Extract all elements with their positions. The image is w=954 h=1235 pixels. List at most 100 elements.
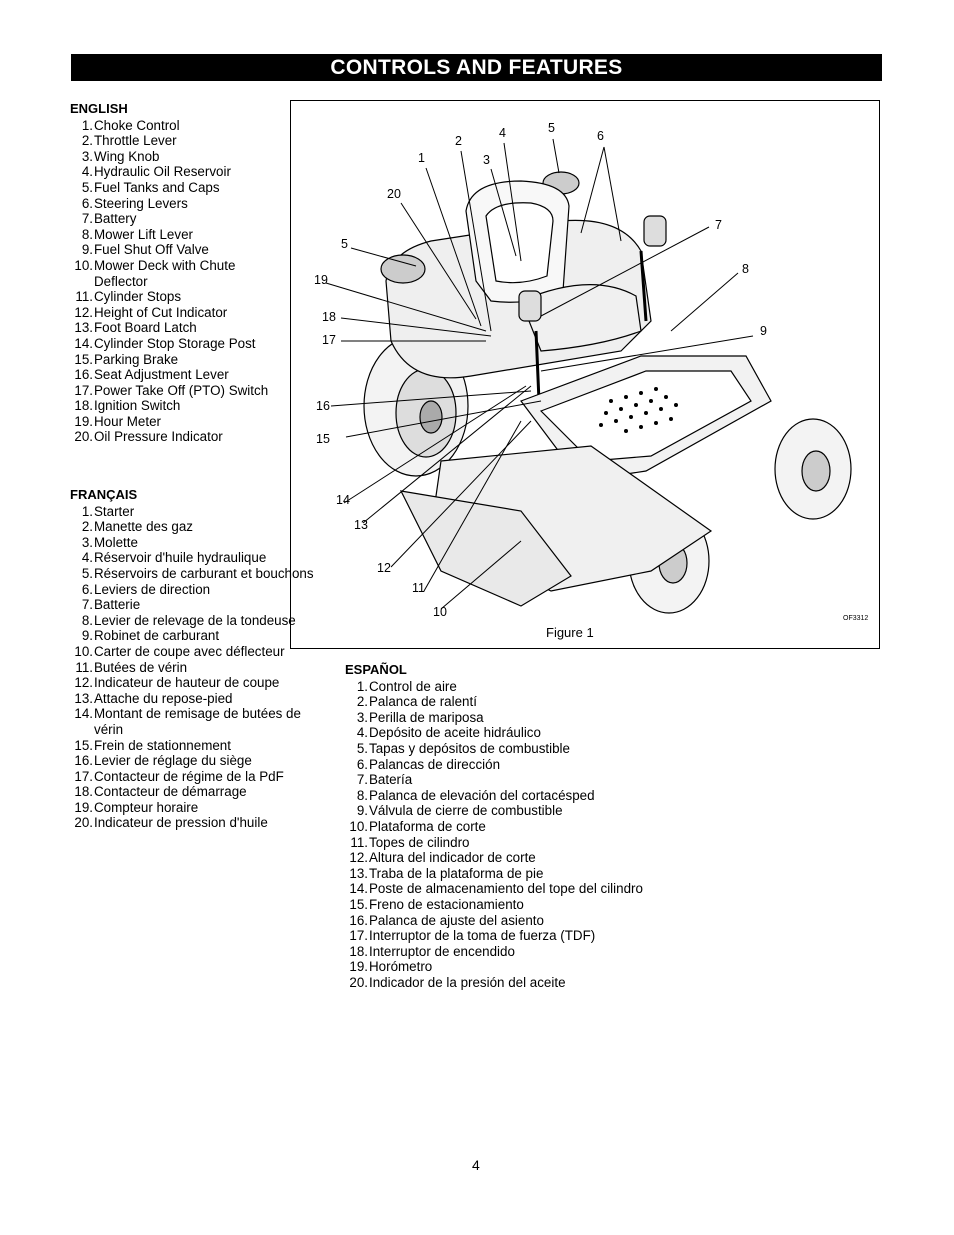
- item-number: 19.: [74, 413, 93, 429]
- item-text: Traba de la plataforma de pie: [369, 865, 544, 881]
- item-text: Levier de relevage de la tondeuse: [94, 612, 296, 628]
- item-text: Power Take Off (PTO) Switch: [94, 382, 269, 398]
- list-item: 3.Perilla de mariposa: [345, 710, 645, 726]
- item-number: 8.: [81, 612, 93, 628]
- item-text: Mower Deck with Chute Deflector: [94, 257, 236, 289]
- callout-4: 4: [499, 126, 506, 140]
- list-item: 5.Réservoirs de carburant et bouchons: [70, 566, 320, 582]
- item-number: 5.: [356, 740, 368, 756]
- item-text: Levier de réglage du siège: [94, 753, 252, 769]
- callout-16: 16: [316, 399, 330, 413]
- callout-15: 15: [316, 432, 330, 446]
- list-item: 10.Mower Deck with Chute Deflector: [70, 258, 285, 289]
- item-text: Interruptor de encendido: [369, 943, 515, 959]
- list-item: 4.Depósito de aceite hidráulico: [345, 725, 645, 741]
- item-text: Steering Levers: [94, 195, 188, 211]
- english-heading: ENGLISH: [70, 101, 128, 116]
- item-number: 19.: [349, 959, 368, 975]
- item-number: 14.: [74, 335, 93, 351]
- callout-8: 8: [742, 262, 749, 276]
- item-text: Frein de stationnement: [94, 737, 231, 753]
- callout-6: 6: [597, 129, 604, 143]
- list-item: 17.Interruptor de la toma de fuerza (TDF…: [345, 928, 645, 944]
- item-number: 9.: [81, 628, 93, 644]
- item-number: 20.: [74, 429, 93, 445]
- list-item: 3.Molette: [70, 535, 320, 551]
- item-number: 5.: [81, 565, 93, 581]
- item-number: 7.: [81, 211, 93, 227]
- item-number: 15.: [74, 737, 93, 753]
- list-item: 5.Fuel Tanks and Caps: [70, 180, 285, 196]
- list-item: 5.Tapas y depósitos de combustible: [345, 741, 645, 757]
- list-item: 19.Horómetro: [345, 959, 645, 975]
- item-number: 1.: [81, 503, 93, 519]
- item-number: 13.: [74, 320, 93, 336]
- item-text: Choke Control: [94, 117, 180, 133]
- list-item: 16.Seat Adjustment Lever: [70, 367, 285, 383]
- item-text: Oil Pressure Indicator: [94, 429, 223, 445]
- list-item: 9.Fuel Shut Off Valve: [70, 242, 285, 258]
- item-number: 18.: [349, 943, 368, 959]
- item-text: Throttle Lever: [94, 133, 177, 149]
- spanish-heading: ESPAÑOL: [345, 662, 407, 677]
- list-item: 2.Palanca de ralentí: [345, 694, 645, 710]
- item-text: Carter de coupe avec déflecteur: [94, 643, 285, 659]
- list-item: 17.Contacteur de régime de la PdF: [70, 769, 320, 785]
- item-text: Cylinder Stop Storage Post: [94, 335, 256, 351]
- list-item: 10.Plataforma de corte: [345, 819, 645, 835]
- item-number: 15.: [349, 896, 368, 912]
- list-item: 11.Cylinder Stops: [70, 289, 285, 305]
- item-text: Tapas y depósitos de combustible: [369, 740, 570, 756]
- section-banner: CONTROLS AND FEATURES: [71, 54, 882, 81]
- item-number: 5.: [81, 179, 93, 195]
- callout-10: 10: [433, 605, 447, 619]
- item-text: Height of Cut Indicator: [94, 304, 228, 320]
- callout-3: 3: [483, 153, 490, 167]
- item-text: Contacteur de régime de la PdF: [94, 768, 284, 784]
- callout-18: 18: [322, 310, 336, 324]
- list-item: 7.Batterie: [70, 597, 320, 613]
- callout-2: 2: [455, 134, 462, 148]
- item-text: Interruptor de la toma de fuerza (TDF): [369, 928, 596, 944]
- item-text: Manette des gaz: [94, 519, 194, 535]
- item-number: 12.: [349, 850, 368, 866]
- item-text: Contacteur de démarrage: [94, 784, 247, 800]
- item-number: 14.: [74, 706, 93, 722]
- item-number: 2.: [356, 694, 368, 710]
- french-heading: FRANÇAIS: [70, 487, 138, 502]
- list-item: 10.Carter de coupe avec déflecteur: [70, 644, 320, 660]
- item-number: 7.: [81, 597, 93, 613]
- item-text: Batterie: [94, 597, 141, 613]
- mower-illustration: [325, 138, 852, 614]
- item-number: 19.: [74, 799, 93, 815]
- item-number: 2.: [81, 519, 93, 535]
- callout-5: 5: [548, 121, 555, 135]
- list-item: 20.Oil Pressure Indicator: [70, 429, 285, 445]
- item-text: Robinet de carburant: [94, 628, 220, 644]
- item-number: 20.: [349, 974, 368, 990]
- list-item: 19.Hour Meter: [70, 414, 285, 430]
- list-item: 12.Altura del indicador de corte: [345, 850, 645, 866]
- item-text: Molette: [94, 534, 138, 550]
- item-number: 14.: [349, 881, 368, 897]
- callout-14: 14: [336, 493, 350, 507]
- list-item: 8.Levier de relevage de la tondeuse: [70, 613, 320, 629]
- item-number: 6.: [81, 581, 93, 597]
- item-number: 4.: [356, 725, 368, 741]
- item-text: Compteur horaire: [94, 799, 199, 815]
- list-item: 8.Mower Lift Lever: [70, 227, 285, 243]
- list-item: 11.Butées de vérin: [70, 660, 320, 676]
- list-item: 6.Palancas de dirección: [345, 757, 645, 773]
- item-number: 9.: [81, 242, 93, 258]
- item-text: Parking Brake: [94, 351, 179, 367]
- item-text: Montant de remisage de butées de vérin: [94, 706, 301, 737]
- item-text: Perilla de mariposa: [369, 709, 484, 725]
- list-item: 11.Topes de cilindro: [345, 835, 645, 851]
- list-item: 18.Ignition Switch: [70, 398, 285, 414]
- page-number: 4: [472, 1157, 480, 1173]
- item-text: Horómetro: [369, 959, 433, 975]
- callout-17: 17: [322, 333, 336, 347]
- list-item: 15.Parking Brake: [70, 352, 285, 368]
